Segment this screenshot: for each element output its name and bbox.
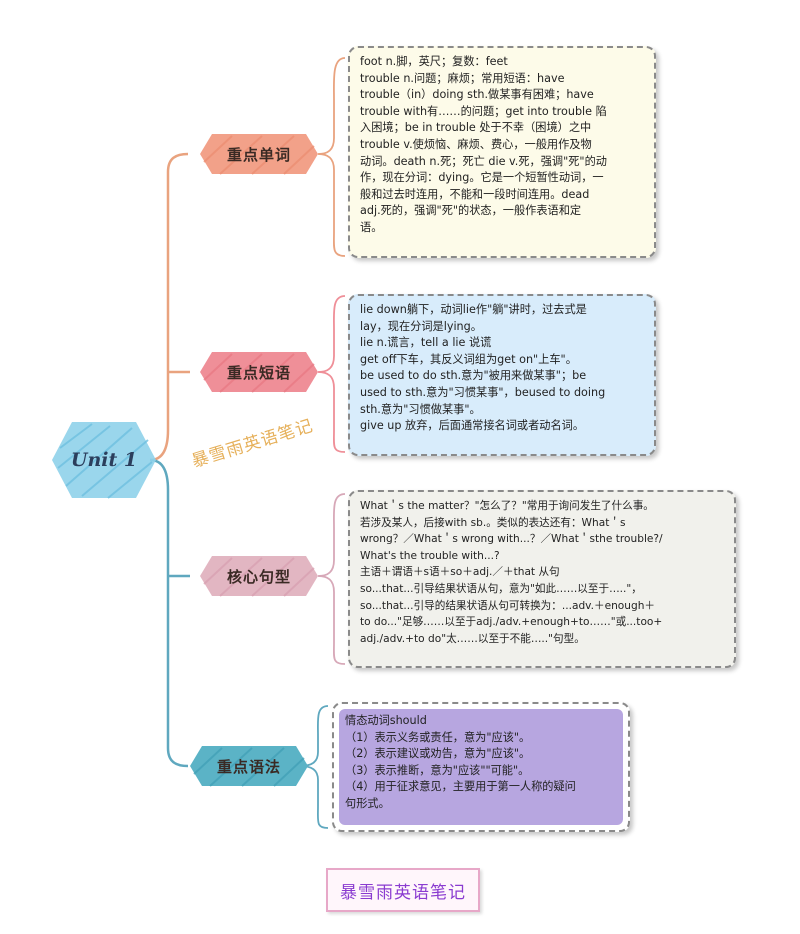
topic-core-sentences: 核心句型 [200,554,318,598]
core-sentences-line: to do..."足够……以至于adj./adv.+enough+to……"或.… [360,616,663,629]
root-label: Unit 1 [70,449,138,471]
topic4-scribble [190,746,308,787]
core-sentences-line: What's the trouble with...? [360,549,500,562]
key-phrases-line: lie n.谎言，tell a lie 说谎 [360,336,492,350]
key-words-box: foot n.脚，英尺；复数：feet trouble n.问题；麻烦；常用短语… [348,46,656,258]
core-sentences-box: What＇s the matter？"怎么了？"常用于询问发生了什么事。 若涉及… [348,490,736,668]
key-words-line: 般和过去时连用，不能和一段时间连用。dead [360,187,590,201]
bracket-1 [317,57,346,257]
core-sentences-line: wrong？／What＇s wrong with...？／What＇sthe t… [360,533,663,546]
footer-label: 暴雪雨英语笔记 [326,868,480,912]
key-words-line: foot n.脚，英尺；复数：feet [360,55,508,68]
root-scribble [52,422,156,499]
core-sentences-line: adj./adv.+to do"太……以至于不能….."句型。 [360,632,585,645]
topic4-label: 重点语法 [216,757,281,776]
key-words-line: trouble with有……的问题；get into trouble 陷 [360,104,607,118]
key-grammar-line: 情态动词should [345,714,427,727]
topic3-label: 核心句型 [226,567,291,586]
core-sentences-line: What＇s the matter？"怎么了？"常用于询问发生了什么事。 [360,500,654,512]
core-sentences-line: so...that...引导结果状语从句，意为"如此……以至于….."， [360,582,642,595]
key-grammar-line: 句形式。 [345,796,390,810]
key-phrases-line: get off下车，其反义词组为get on"上车"。 [360,352,577,366]
topic1-scribble [200,134,318,175]
key-grammar-fill: 情态动词should （1）表示义务或责任，意为"应该"。 （2）表示建议或劝告… [339,709,623,825]
key-phrases-line: lay，现在分词是lying。 [360,319,482,333]
key-words-line: 作，现在分词：dying。它是一个短暂性动词，一 [360,171,604,185]
key-words-line: trouble n.问题；麻烦；常用短语：have [360,71,565,85]
bracket-3 [317,493,346,665]
key-words-line: trouble v.使烦恼、麻烦、费心，一般用作及物 [360,137,592,151]
key-phrases-line: be used to do sth.意为"被用来做某事"；be [360,369,587,383]
key-phrases-line: used to sth.意为"习惯某事"，beused to doing [360,385,606,399]
branch-upper [149,152,189,462]
key-phrases-box: lie down躺下，动词lie作"躺"讲时，过去式是 lay，现在分词是lyi… [348,294,656,456]
key-words-line: 语。 [360,220,383,234]
key-words-line: adj.死的，强调"死"的状态，一般作表语和定 [360,204,582,218]
topic2-label: 重点短语 [226,363,291,382]
topic2-scribble [200,352,318,393]
bracket-2 [317,295,346,453]
watermark-text: 暴雪雨英语笔记 [189,415,316,472]
branch-lower [149,458,189,768]
topic3-scribble [200,556,318,597]
topic-key-grammar: 重点语法 [190,744,308,788]
key-grammar-line: （3）表示推断，意为"应该""可能"。 [345,763,530,777]
core-sentences-line: 若涉及某人，后接with sb.。类似的表达还有：What＇s [360,516,626,529]
key-phrases-line: give up 放弃，后面通常接名词或者动名词。 [360,419,585,433]
key-words-line: trouble（in）doing sth.做某事有困难；have [360,88,594,102]
key-phrases-line: lie down躺下，动词lie作"躺"讲时，过去式是 [360,303,587,316]
key-phrases-line: sth.意为"习惯做某事"。 [360,402,481,416]
key-grammar-line: （4）用于征求意见，主要用于第一人称的疑问 [345,780,576,794]
topic-key-phrases: 重点短语 [200,350,318,394]
root-node: Unit 1 [52,418,156,502]
topic-key-words: 重点单词 [200,132,318,176]
core-sentences-line: so...that...引导的结果状语从句可转换为：...adv.＋enough… [360,599,656,612]
key-grammar-box: 情态动词should （1）表示义务或责任，意为"应该"。 （2）表示建议或劝告… [332,702,630,832]
key-words-line: 入困境；be in trouble 处于不幸（困境）之中 [360,121,592,135]
core-sentences-line: 主语＋谓语＋s语＋so＋adj.／＋that 从句 [360,566,560,579]
topic1-label: 重点单词 [226,145,291,164]
key-words-line: 动词。death n.死；死亡 die v.死，强调"死"的动 [360,154,607,168]
key-grammar-line: （1）表示义务或责任，意为"应该"。 [345,730,531,744]
key-grammar-line: （2）表示建议或劝告，意为"应该"。 [345,747,531,761]
